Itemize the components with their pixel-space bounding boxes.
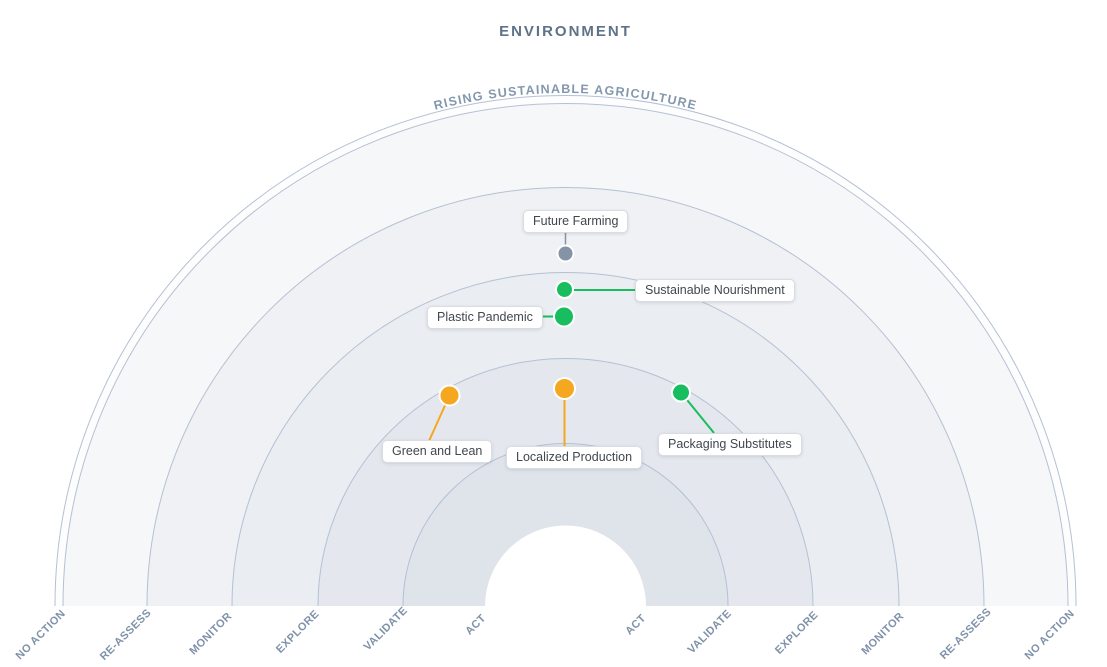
page-title: ENVIRONMENT [499,23,632,40]
center-hole [485,525,646,606]
trend-dot-future-farming[interactable] [556,244,575,263]
trend-dot-sustainable-nourishment[interactable] [555,280,574,299]
stage-label-right-act: ACT [623,612,648,637]
stage-label-right-no-action: NO ACTION [1023,608,1077,662]
stage-label-right-explore: EXPLORE [773,609,821,657]
stage-label-right-validate: VALIDATE [686,608,734,656]
rings [54,95,1077,607]
stage-label-right-re-assess: RE-ASSESS [938,606,994,662]
trend-label-localized-production[interactable]: Localized Production [506,446,643,469]
stage-label-left-validate: VALIDATE [362,605,410,653]
trend-label-plastic-pandemic[interactable]: Plastic Pandemic [427,306,543,329]
stage-axis-left: NO ACTION RE-ASSESS MONITOR EXPLORE VALI… [14,605,489,663]
stage-label-left-re-assess: RE-ASSESS [98,607,154,663]
stage-label-right-monitor: MONITOR [859,610,906,657]
trend-label-packaging-substitutes[interactable]: Packaging Substitutes [658,433,802,456]
stage-label-left-monitor: MONITOR [187,610,234,657]
trend-dot-packaging-substitutes[interactable] [671,382,691,403]
stage-axis-right: ACT VALIDATE EXPLORE MONITOR RE-ASSESS N… [623,606,1077,662]
trend-dot-localized-production[interactable] [553,377,576,400]
trend-dot-plastic-pandemic[interactable] [553,305,575,328]
stage-label-left-no-action: NO ACTION [14,608,68,662]
trend-label-sustainable-nourishment[interactable]: Sustainable Nourishment [635,279,795,302]
stage-label-left-act: ACT [463,612,488,637]
trend-label-green-and-lean[interactable]: Green and Lean [382,440,493,463]
trend-dots [438,244,691,407]
stage-label-left-explore: EXPLORE [274,608,322,656]
trend-dot-green-and-lean[interactable] [438,384,461,407]
trend-label-future-farming[interactable]: Future Farming [523,210,629,233]
